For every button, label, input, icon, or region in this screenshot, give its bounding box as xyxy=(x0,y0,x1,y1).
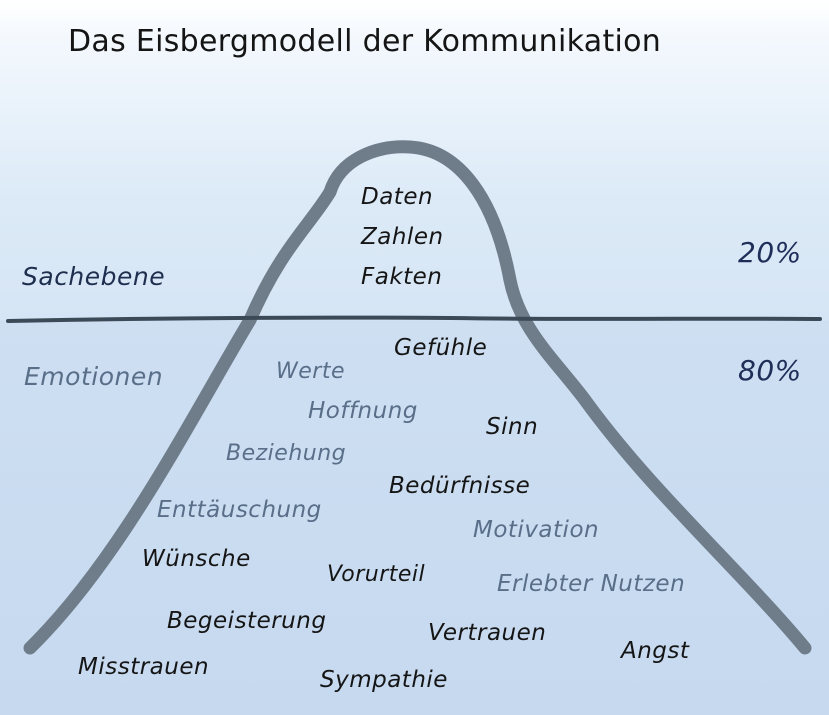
level-label-emotionen: Emotionen xyxy=(24,362,164,391)
percent-above-water: 20% xyxy=(738,236,802,269)
item-erlebter-nutzen: Erlebter Nutzen xyxy=(497,571,686,597)
item-beduerfnisse: Bedürfnisse xyxy=(389,473,531,499)
item-hoffnung: Hoffnung xyxy=(308,398,418,424)
item-vertrauen: Vertrauen xyxy=(428,620,547,646)
item-misstrauen: Misstrauen xyxy=(78,654,210,680)
item-motivation: Motivation xyxy=(473,517,600,543)
item-fakten: Fakten xyxy=(361,264,443,290)
diagram-title: Das Eisbergmodell der Kommunikation xyxy=(68,24,662,59)
item-enttaeuschung: Enttäuschung xyxy=(157,497,322,523)
item-sinn: Sinn xyxy=(486,414,539,440)
item-zahlen: Zahlen xyxy=(361,224,444,250)
iceberg-outline-path xyxy=(23,140,812,655)
item-vorurteil: Vorurteil xyxy=(327,562,426,587)
percent-below-water: 80% xyxy=(738,354,802,387)
item-beziehung: Beziehung xyxy=(226,441,347,466)
item-gefuehle: Gefühle xyxy=(394,335,488,361)
item-begeisterung: Begeisterung xyxy=(167,608,327,634)
item-daten: Daten xyxy=(361,184,434,210)
item-wuensche: Wünsche xyxy=(142,546,251,572)
item-werte: Werte xyxy=(276,359,345,384)
waterline xyxy=(6,315,822,323)
item-angst: Angst xyxy=(621,638,690,664)
item-sympathie: Sympathie xyxy=(320,667,448,693)
level-label-sachebene: Sachebene xyxy=(22,262,166,291)
